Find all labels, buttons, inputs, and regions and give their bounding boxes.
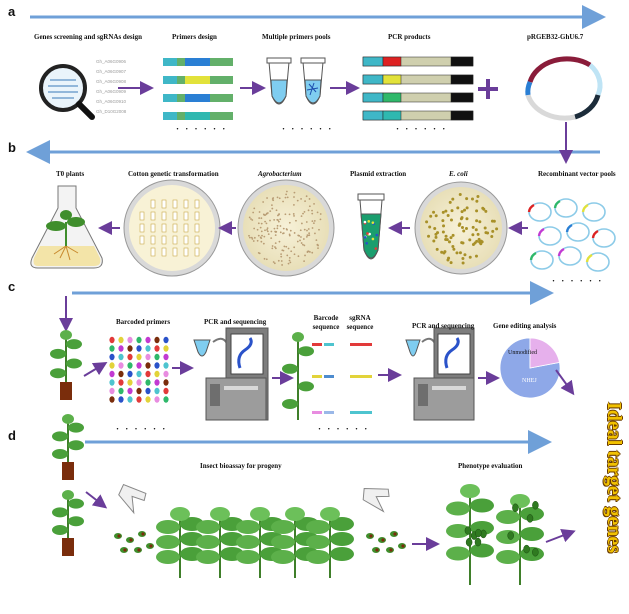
ideal-target-genes-title: Ideal target genes (603, 402, 625, 554)
insect-arrow-1 (118, 483, 147, 515)
nhej-label: NHEJ (522, 378, 537, 384)
primers-design-label: Primers design (172, 33, 217, 41)
plasmid-extraction-label: Plasmid extraction (350, 170, 407, 178)
t0-flask (30, 185, 103, 269)
panel-b-label: b (8, 140, 16, 155)
svg-text:Gh_D10G2008: Gh_D10G2008 (96, 109, 127, 114)
d-plant-bottom (52, 490, 84, 556)
gene-editing-analysis-label: Gene editing analysis (493, 322, 557, 330)
ecoli-label: E. coli (449, 170, 468, 178)
sequencer-1 (193, 327, 269, 421)
agrobacterium-label: Agrobacterium (258, 170, 302, 178)
panel-d-label: d (8, 428, 16, 443)
panel-a-label: a (8, 4, 16, 19)
svg-text:Gh_A06G0908: Gh_A06G0908 (96, 79, 127, 84)
pcr-seq-label-2: PCR and sequencing (412, 322, 475, 330)
ellipsis-barcodes: · · · · · · (116, 424, 168, 434)
ellipsis-primers: · · · · · · (176, 124, 228, 134)
svg-text:Gh_A06G0906: Gh_A06G0906 (96, 59, 127, 64)
ellipsis-recombinant: · · · · · · (552, 276, 604, 286)
phenotype-evaluation-label: Phenotype evaluation (458, 462, 523, 470)
barcoded-primers-label: Barcoded primers (116, 318, 171, 326)
pcr-seq-label-1: PCR and sequencing (204, 318, 267, 326)
cotton-transformation-label: Cotton genetic transformation (128, 170, 219, 178)
multiple-primers-pools-label: Multiple primers pools (262, 33, 331, 41)
ellipsis-pcr: · · · · · · (396, 124, 448, 134)
ecoli-dish (414, 181, 508, 275)
recombinant-plasmids (527, 198, 616, 272)
editing-pie-chart (499, 337, 561, 399)
barcode-sgrna-bars (312, 343, 372, 414)
gene-list-magnifier: Gh_A06G0906 Gh_A06G0907 Gh_A06G0908 Gh_A… (39, 59, 127, 120)
barcoded-primers-grid (109, 336, 169, 403)
svg-text:Gh_A06G0907: Gh_A06G0907 (96, 69, 127, 74)
sequencer-2 (405, 327, 475, 421)
vector-label: pRGEB32-GhU6.7 (527, 33, 584, 41)
c-plant-2 (282, 332, 314, 420)
recombinant-pools-label: Recombinant vector pools (538, 170, 616, 178)
vector-plasmid (525, 56, 603, 121)
insect-bioassay-label: Insect bioassay for progeny (200, 462, 282, 470)
sgrna-sequence-label: sgRNA sequence (346, 314, 374, 331)
unmodified-label: Unmodified (508, 350, 537, 356)
t0-plants-label: T0 plants (56, 170, 85, 178)
svg-text:Gh_A06G0909: Gh_A06G0909 (96, 89, 127, 94)
panel-c-label: c (8, 279, 16, 294)
svg-text:Gh_A06G0910: Gh_A06G0910 (96, 99, 127, 104)
phenotype-plants (446, 484, 544, 585)
insects-1 (114, 531, 154, 553)
primer-tubes (266, 57, 326, 105)
genes-screening-label: Genes screening and sgRNAs design (34, 33, 142, 41)
pie-slice-nhej (499, 337, 561, 399)
agrobacterium-dish (237, 179, 335, 277)
d-plant-top (52, 414, 84, 480)
cotton-dish (123, 179, 221, 277)
pcr-products-label: PCR products (388, 33, 431, 41)
insects-2 (366, 531, 406, 553)
ellipsis-tubes: · · · · · · (282, 124, 334, 134)
barcode-sequence-label: Barcode sequence (312, 314, 340, 331)
pcr-products (362, 56, 474, 121)
c-plant (50, 330, 82, 400)
insect-arrow-2 (362, 487, 390, 513)
ellipsis-sequences: · · · · · · (318, 424, 370, 434)
plasmid-tube (357, 193, 385, 260)
primer-bars (163, 58, 233, 120)
progeny-plants (156, 507, 354, 578)
plus-sign (478, 79, 498, 99)
pie-slice-unmodified (529, 337, 560, 369)
